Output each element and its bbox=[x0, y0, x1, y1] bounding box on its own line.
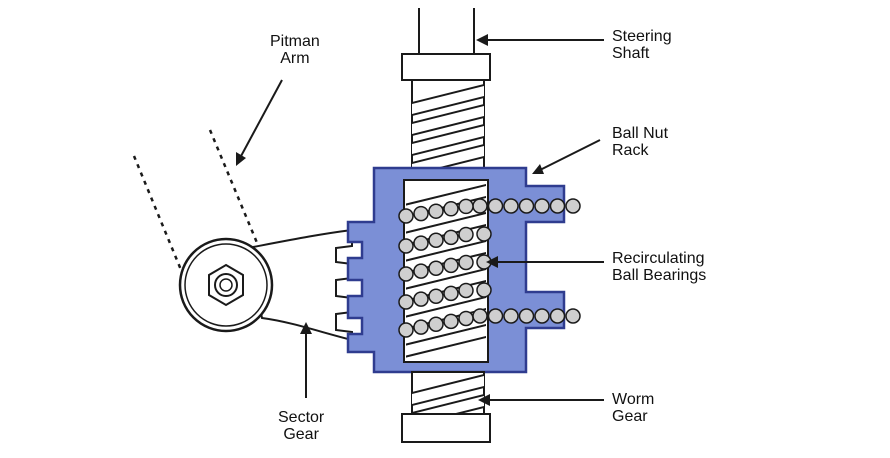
ball-bearing bbox=[413, 319, 429, 335]
ball-bearing bbox=[413, 235, 429, 251]
ball-bearing bbox=[443, 313, 459, 330]
label-steering-shaft: Steering Shaft bbox=[612, 28, 672, 62]
shaft-collar-bottom bbox=[401, 413, 491, 443]
arrow-sector-gear bbox=[300, 322, 312, 398]
ball-bearing bbox=[428, 288, 444, 304]
label-sector-gear: Sector Gear bbox=[278, 409, 325, 443]
pitman-arm-hub bbox=[178, 237, 274, 333]
ball-bearing bbox=[458, 254, 474, 271]
ball-bearing bbox=[458, 310, 474, 327]
ball-bearing bbox=[472, 308, 488, 324]
label-recirculating-ball-bearings: Recirculating Ball Bearings bbox=[612, 250, 707, 284]
label-worm-gear: Worm Gear bbox=[612, 391, 655, 425]
ball-bearing bbox=[565, 198, 581, 214]
label-pitman-arm: Pitman Arm bbox=[270, 33, 320, 67]
ball-bearing bbox=[472, 198, 488, 214]
inner-worm-threads bbox=[406, 183, 486, 358]
ball-bearing bbox=[565, 308, 581, 324]
ball-bearing bbox=[487, 198, 504, 214]
ball-bearing bbox=[518, 308, 535, 324]
ball-bearing bbox=[503, 308, 519, 324]
ball-bearing bbox=[443, 285, 459, 302]
ball-bearing bbox=[428, 316, 444, 332]
ball-bearing bbox=[428, 232, 444, 248]
upper-worm-threads bbox=[411, 79, 485, 174]
ball-bearing bbox=[458, 282, 474, 299]
ball-bearing bbox=[413, 205, 429, 222]
ball-bearing bbox=[458, 198, 474, 215]
ball-bearing bbox=[487, 308, 504, 324]
ball-bearing bbox=[518, 198, 535, 214]
ball-bearing bbox=[443, 257, 459, 274]
ball-bearing bbox=[476, 226, 492, 242]
ball-bearing bbox=[398, 294, 414, 310]
shaft-collar-top bbox=[401, 53, 491, 81]
steering-shaft bbox=[401, 8, 491, 81]
arrow-steering-shaft bbox=[476, 34, 604, 46]
arrow-ball-bearings bbox=[486, 256, 604, 268]
arrow-worm-gear bbox=[478, 394, 604, 406]
sector-gear bbox=[246, 228, 353, 342]
arrow-ball-nut-rack bbox=[532, 139, 601, 174]
ball-bearing bbox=[398, 266, 414, 282]
ball-bearing bbox=[428, 203, 444, 219]
ball-bearing bbox=[534, 198, 550, 214]
ball-bearing bbox=[413, 263, 429, 279]
ball-bearing bbox=[443, 201, 459, 217]
leader-arrows bbox=[236, 34, 604, 406]
arrow-pitman-arm bbox=[236, 79, 283, 166]
ball-bearing bbox=[398, 238, 414, 254]
ball-bearing bbox=[476, 282, 492, 298]
ball-bearing bbox=[398, 322, 414, 338]
ball-bearing bbox=[458, 226, 474, 243]
ball-bearing bbox=[549, 308, 566, 324]
ball-bearing bbox=[443, 229, 459, 246]
ball-bearing bbox=[413, 291, 429, 307]
worm-gear bbox=[401, 371, 491, 443]
ball-bearing bbox=[428, 260, 444, 276]
label-ball-nut-rack: Ball Nut Rack bbox=[612, 125, 669, 159]
recirculating-ball-bearings bbox=[398, 198, 581, 338]
ball-bearing bbox=[534, 308, 550, 324]
ball-bearing bbox=[549, 198, 566, 214]
ball-bearing bbox=[503, 198, 519, 214]
pitman-arm-dashed-lines bbox=[132, 129, 262, 283]
ball-bearing bbox=[398, 208, 414, 224]
